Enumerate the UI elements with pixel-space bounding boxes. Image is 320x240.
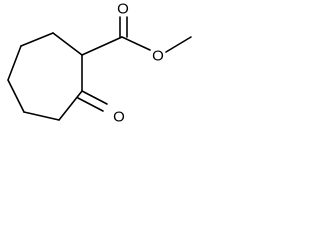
carbonyl-to-ester-oxygen-bond — [121, 36, 151, 51]
ketone-double-bond-a — [81, 90, 108, 105]
ring-to-carbonyl-carbon-bond — [81, 36, 123, 56]
ring-bond-5 — [7, 45, 22, 81]
ring-bond-2 — [58, 90, 83, 121]
ring-bond-6 — [20, 32, 54, 47]
ester-carbonyl-oxygen-label: O — [117, 1, 129, 18]
ketone-double-bond-b — [77, 97, 104, 112]
ring-bond-3 — [23, 111, 60, 121]
ketone-group: O — [77, 90, 125, 126]
ester-oxygen-label: O — [152, 48, 164, 65]
ring-bond-4 — [7, 79, 25, 113]
cycloheptane-ring — [7, 32, 83, 121]
structure-canvas: O O O — [0, 0, 198, 140]
ketone-oxygen-label: O — [113, 109, 125, 126]
ester-oxygen-to-methyl-bond — [165, 36, 192, 53]
ring-bond-7 — [52, 32, 83, 56]
ester-group: O O — [81, 1, 192, 65]
methyl-2-oxocycloheptanecarboxylate-structure: O O O — [7, 1, 192, 126]
